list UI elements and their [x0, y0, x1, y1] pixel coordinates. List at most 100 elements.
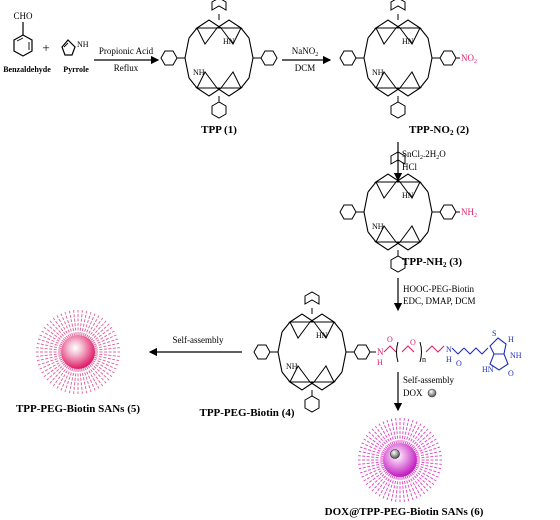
particle-spike	[46, 323, 66, 341]
particle-spike	[91, 361, 113, 378]
particle-spike	[359, 464, 384, 474]
particle-spike	[84, 367, 96, 391]
particle-spike	[403, 418, 410, 444]
tpp-peg-hn: HN	[316, 331, 328, 340]
tpp-nh2-hn: HN	[402, 191, 414, 200]
tpp-no2-structure: HN NH NO2	[339, 0, 477, 119]
particle-spike	[82, 311, 92, 336]
particle-spike	[82, 368, 92, 393]
pyrrole-label: Pyrrole	[63, 65, 89, 74]
particle-spike	[93, 334, 117, 346]
particle-spike	[79, 368, 83, 394]
step6-label: Self-assembly	[403, 375, 454, 385]
particle-spike	[68, 368, 75, 394]
particle-spike	[41, 360, 64, 374]
particle-spike	[81, 368, 88, 394]
particle-spike	[94, 353, 120, 357]
particle-spike	[378, 423, 392, 446]
particle-spike	[416, 461, 442, 465]
particle-spike	[92, 360, 115, 374]
particle-spike	[416, 446, 441, 456]
biotin-o: O	[508, 369, 514, 378]
nitro-group: NO2	[461, 53, 477, 65]
sans-label: TPP-PEG-Biotin SANs (5)	[16, 403, 140, 415]
particle-spike	[416, 463, 442, 470]
particle-spike	[93, 358, 117, 370]
dox-icon	[427, 388, 437, 398]
tpp-hn: HN	[223, 37, 235, 46]
particle-spike	[416, 464, 441, 474]
biotin-hn: HN	[482, 365, 494, 374]
particle-spike	[90, 323, 110, 341]
particle-spike	[90, 363, 110, 381]
particle-spike	[412, 471, 432, 489]
plus-sign: +	[42, 40, 49, 55]
biotin-s: S	[492, 329, 496, 338]
particle-spike	[390, 418, 397, 444]
amine-group: NH2	[461, 207, 477, 219]
step1-condition: Reflux	[114, 63, 139, 73]
particle-spike	[403, 476, 410, 502]
tpp-nh: NH	[193, 68, 205, 77]
tpp-no2-hn: HN	[402, 37, 414, 46]
particle-spike	[43, 326, 65, 343]
amide2-h: H	[446, 355, 452, 364]
particle-spike	[52, 365, 69, 387]
benzaldehyde-structure: CHO Benzaldehyde	[3, 11, 51, 74]
cho-label: CHO	[13, 11, 33, 21]
particle-spike	[41, 330, 64, 344]
particle-spike	[60, 367, 72, 391]
particle-spike	[43, 361, 65, 378]
particle-spike	[94, 338, 119, 348]
particle-spike	[81, 310, 88, 336]
step4-conditions: EDC, DMAP, DCM	[403, 296, 476, 306]
particle-spike	[414, 438, 437, 452]
tpp-structure: HN NH	[160, 0, 278, 119]
particle-spike	[416, 450, 442, 457]
amide-h: H	[377, 358, 383, 367]
particle-spike	[386, 419, 396, 444]
peg-o: O	[410, 338, 416, 347]
step2-reagent: NaNO2	[292, 46, 319, 58]
carbonyl-o: O	[387, 335, 393, 344]
particle-spike	[413, 434, 435, 451]
dox-sans-nanoparticle	[358, 418, 442, 502]
particle-spike	[91, 326, 113, 343]
tpp-no2-label: TPP-NO2 (2)	[409, 124, 469, 137]
particle-spike	[361, 466, 385, 478]
particle-spike	[46, 363, 66, 381]
particle-spike	[378, 474, 392, 497]
sans-nanoparticle	[36, 310, 120, 394]
particle-spike	[73, 368, 77, 394]
tpp-peg-nh: NH	[286, 362, 298, 371]
particle-spike	[382, 475, 394, 499]
particle-spike	[39, 358, 63, 370]
step1-reagent: Propionic Acid	[99, 46, 154, 56]
particle-spike	[89, 320, 107, 340]
particle-spike	[39, 334, 63, 346]
particle-spike	[406, 421, 418, 445]
particle-spike	[401, 418, 405, 444]
particle-spike	[374, 425, 391, 447]
particle-spike	[409, 473, 426, 495]
particle-spike	[358, 455, 384, 459]
particle-spike	[94, 342, 120, 349]
particle-spike	[371, 472, 389, 492]
tpp-no2-nh: NH	[372, 68, 384, 77]
particle-spike	[368, 471, 388, 489]
particle-spike	[411, 428, 429, 448]
particle-spike	[371, 428, 389, 448]
particle-spike	[386, 476, 396, 501]
step4-reagent: HOOC-PEG-Biotin	[403, 284, 475, 294]
particle-spike	[390, 476, 397, 502]
particle-spike	[408, 474, 422, 497]
particle-spike	[374, 473, 391, 495]
step3-reagent: SnCl2.2H2O	[402, 149, 446, 161]
particle-spike	[56, 366, 70, 389]
particle-spike	[395, 476, 399, 502]
tpp-nh2-label: TPP-NH2 (3)	[402, 256, 462, 269]
biotin-h: H	[508, 335, 514, 344]
particle-spike	[86, 366, 100, 389]
